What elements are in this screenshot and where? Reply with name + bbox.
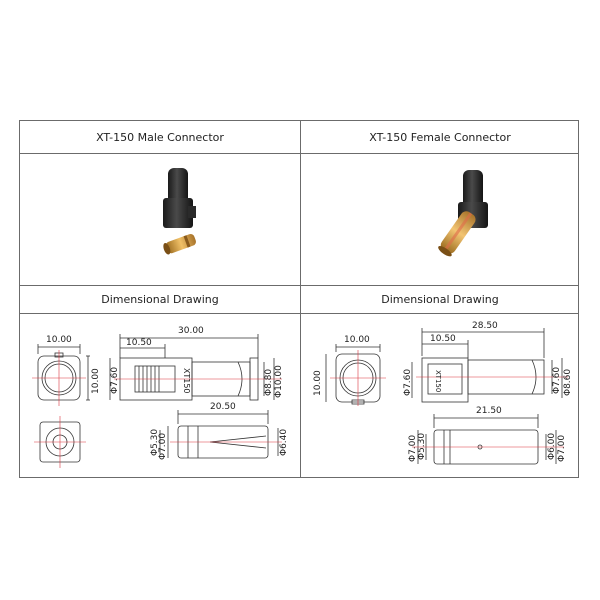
dim-label: Φ7.00	[158, 433, 168, 460]
dim-label: 10.50	[126, 338, 152, 348]
female-drawing-title: Dimensional Drawing	[381, 293, 499, 306]
dim-label: Φ6.00	[547, 433, 557, 460]
female-dimensional-drawing: 10.00 10.00 28.50 10.50 Φ7.60 Φ7.60 Φ8.6…	[313, 321, 573, 465]
dim-label: 10.00	[91, 368, 101, 394]
female-connector-photo	[438, 170, 488, 257]
dim-label: Φ8.60	[563, 369, 573, 396]
dim-label: Φ7.00	[408, 435, 418, 462]
dim-label: Φ5.30	[150, 429, 160, 456]
male-connector-photo	[163, 168, 196, 255]
divider	[300, 121, 301, 477]
dim-label: Φ7.60	[403, 369, 413, 396]
dim-label: Φ7.60	[110, 367, 120, 394]
dim-label: Φ8.80	[264, 369, 274, 396]
dim-label: 10.00	[313, 370, 323, 396]
dim-label: 20.50	[210, 402, 236, 412]
housing-mark: XT150	[182, 368, 191, 394]
spec-sheet: XT-150 Male Connector XT-150 Female Conn…	[19, 120, 579, 478]
male-dimensional-drawing: 10.00 10.00 30.00 10.50 Φ7.60 Φ8.80 Φ10.…	[32, 326, 289, 468]
dim-label: 10.00	[344, 335, 370, 345]
female-title: XT-150 Female Connector	[369, 131, 511, 144]
dim-label: Φ5.30	[417, 433, 427, 460]
divider	[20, 285, 578, 286]
male-drawing-title: Dimensional Drawing	[101, 293, 219, 306]
divider	[20, 313, 578, 314]
divider	[20, 153, 578, 154]
dim-label: 10.50	[430, 334, 456, 344]
dim-label: Φ7.00	[557, 435, 567, 462]
male-title: XT-150 Male Connector	[96, 131, 224, 144]
dim-label: Φ10.00	[274, 365, 284, 398]
housing-mark: XT150	[434, 370, 442, 392]
dim-label: Φ6.40	[279, 429, 289, 456]
dim-label: Φ7.60	[552, 367, 562, 394]
dim-label: 30.00	[178, 326, 204, 336]
dim-label: 21.50	[476, 406, 502, 416]
dim-label: 28.50	[472, 321, 498, 331]
dim-label: 10.00	[46, 335, 72, 345]
